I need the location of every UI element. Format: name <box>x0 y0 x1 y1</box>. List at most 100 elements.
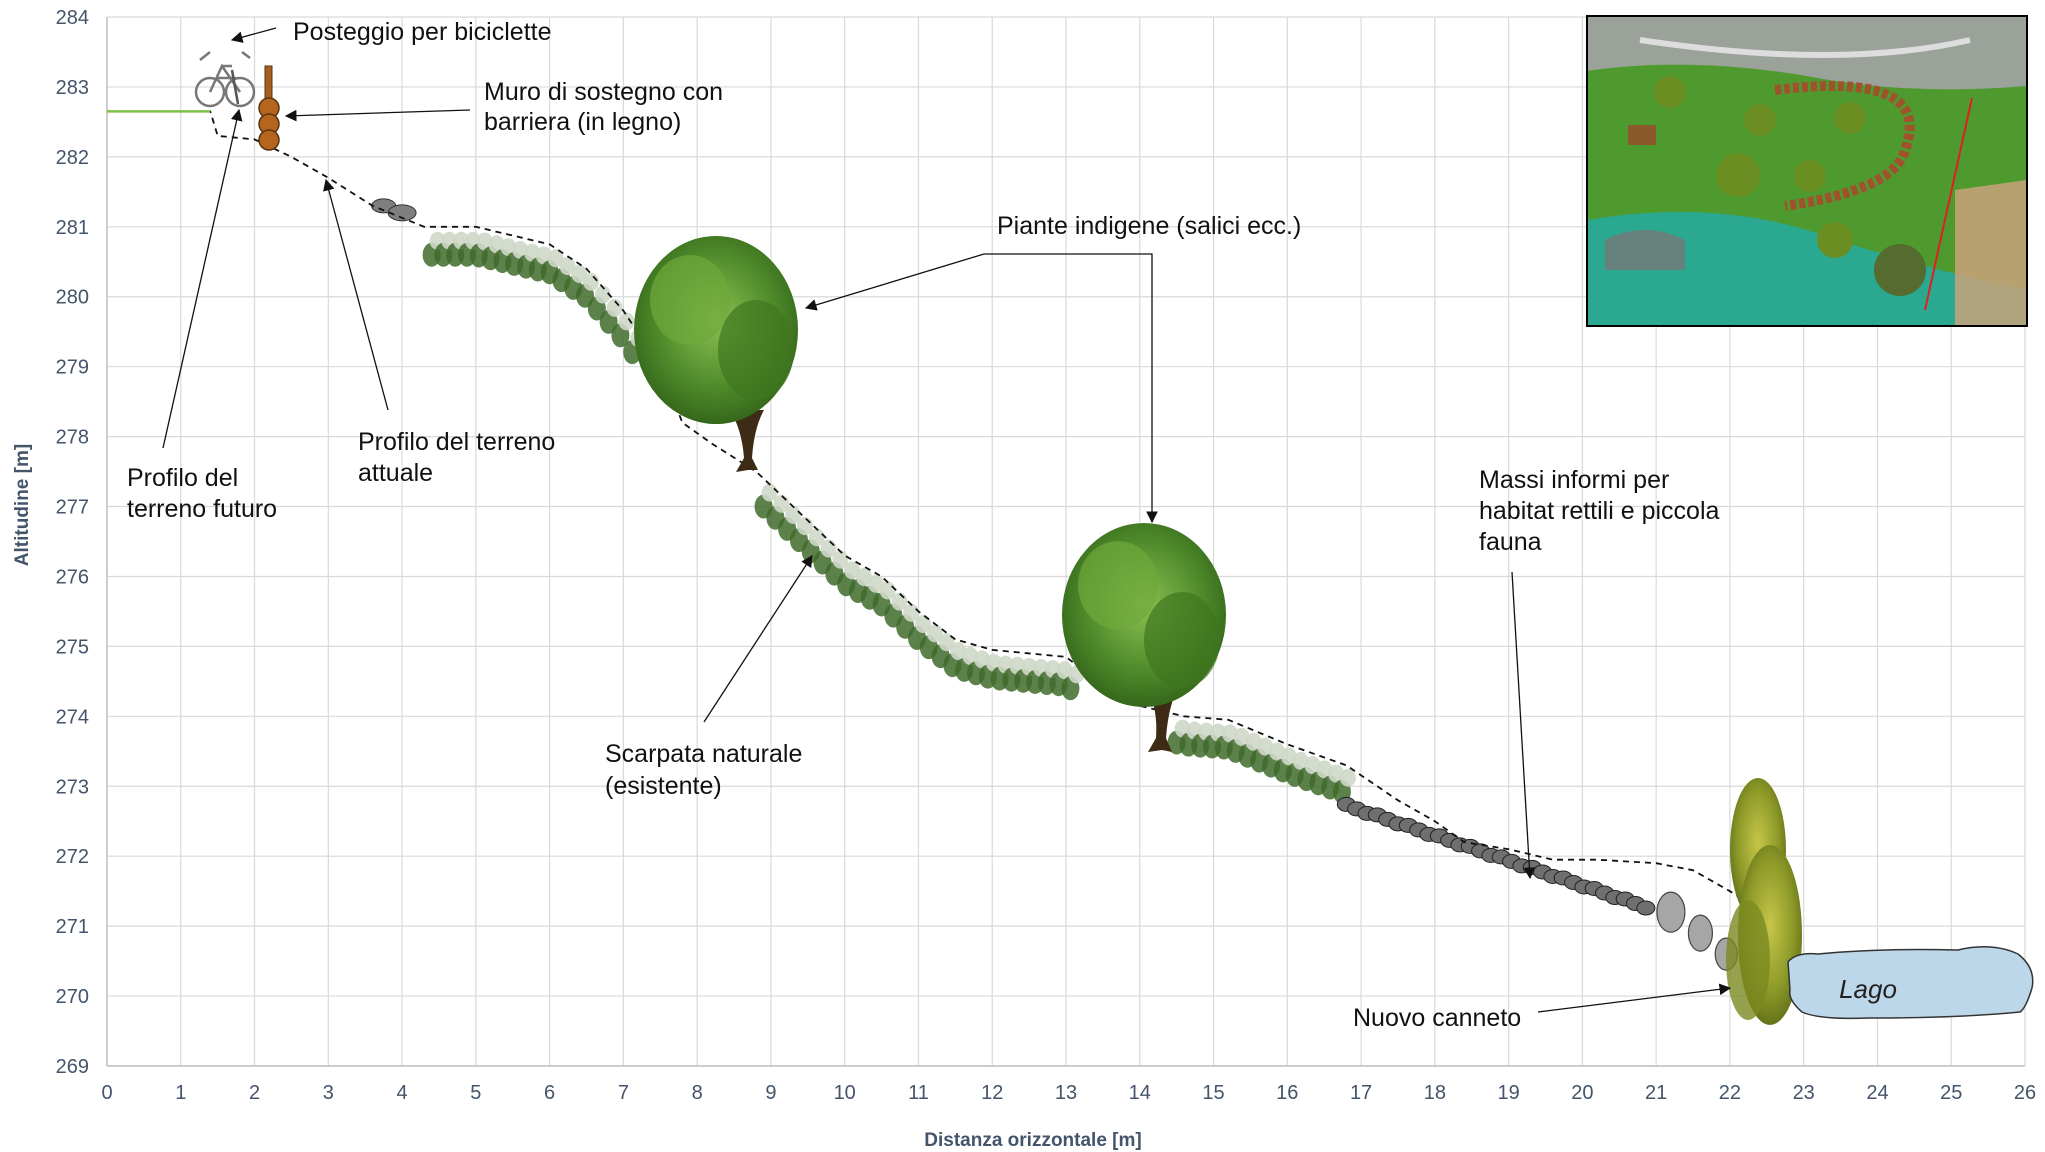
willow-tree-1 <box>634 236 798 472</box>
x-tick-label: 8 <box>692 1082 703 1104</box>
x-tick-label: 25 <box>1940 1082 1962 1104</box>
shrub-highlight <box>1339 768 1356 787</box>
y-tick-label: 272 <box>56 846 89 868</box>
x-tick-label: 2 <box>249 1082 260 1104</box>
label-future-profile-line1: Profilo del <box>127 464 238 492</box>
label-bike-parking: Posteggio per biciclette <box>293 18 551 46</box>
shrub-highlight <box>903 603 920 622</box>
y-tick-label: 278 <box>56 427 89 449</box>
x-tick-label: 24 <box>1866 1082 1888 1104</box>
x-tick-label: 23 <box>1793 1082 1815 1104</box>
shrub-highlight <box>583 272 600 291</box>
x-tick-label: 17 <box>1350 1082 1372 1104</box>
y-tick-label: 276 <box>56 566 89 588</box>
x-tick-label: 18 <box>1424 1082 1446 1104</box>
willow-tree-2 <box>1062 523 1226 752</box>
x-tick-label: 0 <box>101 1082 112 1104</box>
shrub-highlight <box>914 615 931 634</box>
label-slope-line2: (esistente) <box>605 772 722 800</box>
x-tick-label: 19 <box>1497 1082 1519 1104</box>
y-tick-label: 282 <box>56 147 89 169</box>
shrub-highlight <box>571 264 588 283</box>
y-axis-title: Altitudine [m] <box>12 444 33 566</box>
y-tick-labels: 269 270 271 272 273 274 275 276 277 278 279 280 281 2… <box>56 7 89 1078</box>
x-tick-label: 11 <box>908 1082 929 1104</box>
y-tick-label: 271 <box>56 916 89 938</box>
x-tick-label: 16 <box>1276 1082 1298 1104</box>
label-rocks-line1: Massi informi per <box>1479 466 1669 494</box>
x-tick-label: 3 <box>323 1082 334 1104</box>
label-indigenous-plants: Piante indigene (salici ecc.) <box>997 212 1301 240</box>
shrub-highlight <box>785 505 802 524</box>
profile-series <box>107 110 1753 906</box>
shrub-highlight <box>926 624 943 643</box>
x-tick-label: 14 <box>1129 1082 1151 1104</box>
shrub-highlight <box>832 550 849 569</box>
boulder <box>1687 914 1714 952</box>
x-tick-label: 6 <box>544 1082 555 1104</box>
rocks-habitat <box>371 198 1738 971</box>
y-tick-label: 275 <box>56 636 89 658</box>
x-tick-label: 21 <box>1645 1082 1667 1104</box>
annotation-arrows <box>162 27 1732 1013</box>
x-tick-label: 26 <box>2014 1082 2036 1104</box>
shrub-highlight <box>808 528 825 547</box>
annotation-labels: Posteggio per biciclette Muro di sostegn… <box>127 18 1720 1032</box>
reed-bed <box>1726 778 1802 1025</box>
label-current-profile-line1: Profilo del terreno <box>358 428 555 456</box>
y-tick-label: 274 <box>56 706 89 728</box>
y-tick-label: 273 <box>56 776 89 798</box>
label-rocks-line2: habitat rettili e piccola <box>1479 497 1720 525</box>
bicycle-icon <box>194 51 256 108</box>
x-tick-label: 9 <box>765 1082 776 1104</box>
wooden-retaining-wall-icon <box>258 65 280 151</box>
x-tick-label: 7 <box>618 1082 629 1104</box>
slope-vegetation <box>422 231 1356 804</box>
label-rocks-line3: fauna <box>1479 528 1542 556</box>
y-tick-label: 279 <box>56 357 89 379</box>
x-tick-label: 12 <box>981 1082 1003 1104</box>
axes <box>106 17 2025 1067</box>
y-tick-label: 270 <box>56 986 89 1008</box>
boulder <box>1656 891 1686 933</box>
label-slope-line1: Scarpata naturale <box>605 740 802 768</box>
y-tick-label: 277 <box>56 497 89 519</box>
lake-label: Lago <box>1839 974 1897 1004</box>
label-wall-line1: Muro di sostegno con <box>484 78 723 106</box>
x-tick-label: 20 <box>1571 1082 1593 1104</box>
lake: Lago <box>1787 946 2034 1020</box>
x-axis-title: Distanza orizzontale [m] <box>924 1130 1141 1151</box>
shrub-highlight <box>559 257 576 276</box>
y-tick-label: 284 <box>56 7 89 29</box>
shrub-highlight <box>855 568 872 587</box>
shrub-highlight <box>938 633 955 652</box>
rock <box>387 204 417 222</box>
x-tick-label: 15 <box>1202 1082 1224 1104</box>
y-tick-label: 283 <box>56 77 89 99</box>
current-profile-line <box>107 110 1753 906</box>
shrub-highlight <box>879 581 896 600</box>
label-future-profile-line2: terreno futuro <box>127 495 277 523</box>
site-plan-inset <box>1586 15 2028 327</box>
x-tick-label: 13 <box>1055 1082 1077 1104</box>
x-tick-label: 1 <box>175 1082 186 1104</box>
shrub-highlight <box>618 312 635 331</box>
x-tick-label: 22 <box>1719 1082 1741 1104</box>
y-tick-label: 269 <box>56 1056 89 1078</box>
shrub-highlight <box>761 483 778 502</box>
shrub-highlight <box>547 249 564 268</box>
rock <box>1636 900 1656 916</box>
shrub-highlight <box>606 298 623 317</box>
label-wall-line2: barriera (in legno) <box>484 108 681 136</box>
y-tick-label: 280 <box>56 287 89 309</box>
shrub-highlight <box>867 574 884 593</box>
x-tick-label: 10 <box>834 1082 856 1104</box>
x-tick-label: 4 <box>397 1082 408 1104</box>
label-new-reeds: Nuovo canneto <box>1353 1004 1521 1032</box>
shrub-highlight <box>594 285 611 304</box>
x-tick-label: 5 <box>470 1082 481 1104</box>
y-tick-label: 281 <box>56 217 89 239</box>
label-current-profile-line2: attuale <box>358 459 433 487</box>
